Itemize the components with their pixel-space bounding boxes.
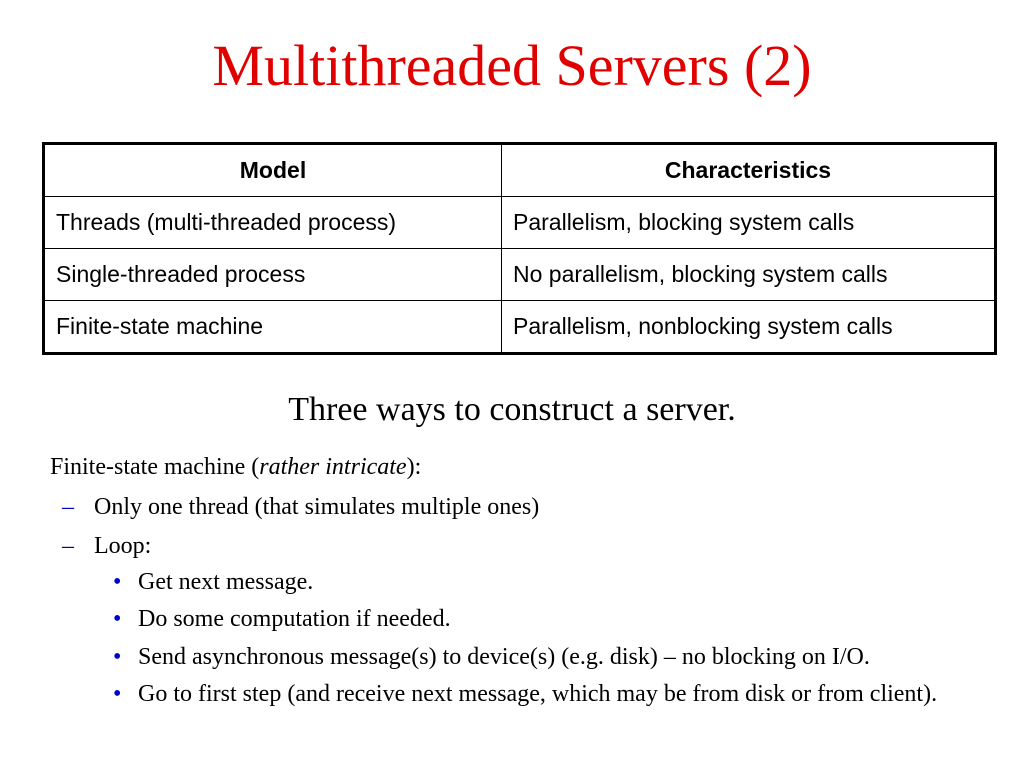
characteristics-cell: Parallelism, nonblocking system calls bbox=[501, 300, 996, 354]
table-header-row: Model Characteristics bbox=[43, 143, 996, 197]
model-cell: Threads (multi-threaded process) bbox=[43, 196, 502, 249]
fsm-intro: Finite-state machine (rather intricate): bbox=[50, 452, 421, 482]
slide-title: Multithreaded Servers (2) bbox=[212, 33, 812, 98]
header-model: Model bbox=[43, 143, 502, 197]
loop-step: Get next message. bbox=[138, 569, 314, 595]
point-text: Loop: bbox=[94, 533, 152, 559]
model-cell: Single-threaded process bbox=[43, 248, 502, 301]
table-caption: Three ways to construct a server. bbox=[288, 391, 736, 428]
bullet-marker: • bbox=[113, 569, 122, 595]
bullet-marker: • bbox=[113, 644, 122, 670]
server-models-table: Model Characteristics Threads (multi-thr… bbox=[42, 142, 997, 355]
loop-step: Go to first step (and receive next messa… bbox=[138, 681, 938, 707]
dash-marker: – bbox=[62, 494, 74, 520]
bullet-marker: • bbox=[113, 681, 122, 707]
model-cell: Finite-state machine bbox=[43, 300, 502, 354]
loop-step: Do some computation if needed. bbox=[138, 606, 451, 632]
characteristics-cell: Parallelism, blocking system calls bbox=[501, 196, 996, 249]
characteristics-cell: No parallelism, blocking system calls bbox=[501, 248, 996, 301]
dash-marker: – bbox=[62, 533, 74, 559]
table-row: Finite-state machine Parallelism, nonblo… bbox=[43, 300, 996, 354]
table-row: Threads (multi-threaded process) Paralle… bbox=[43, 196, 996, 249]
point-text: Only one thread (that simulates multiple… bbox=[94, 494, 540, 520]
intro-emphasis: rather intricate bbox=[259, 454, 407, 480]
header-characteristics: Characteristics bbox=[501, 143, 996, 197]
table-row: Single-threaded process No parallelism, … bbox=[43, 248, 996, 301]
intro-prefix: Finite-state machine ( bbox=[50, 454, 260, 480]
intro-suffix: ): bbox=[406, 454, 422, 480]
bullet-marker: • bbox=[113, 606, 122, 632]
loop-step: Send asynchronous message(s) to device(s… bbox=[138, 644, 870, 670]
